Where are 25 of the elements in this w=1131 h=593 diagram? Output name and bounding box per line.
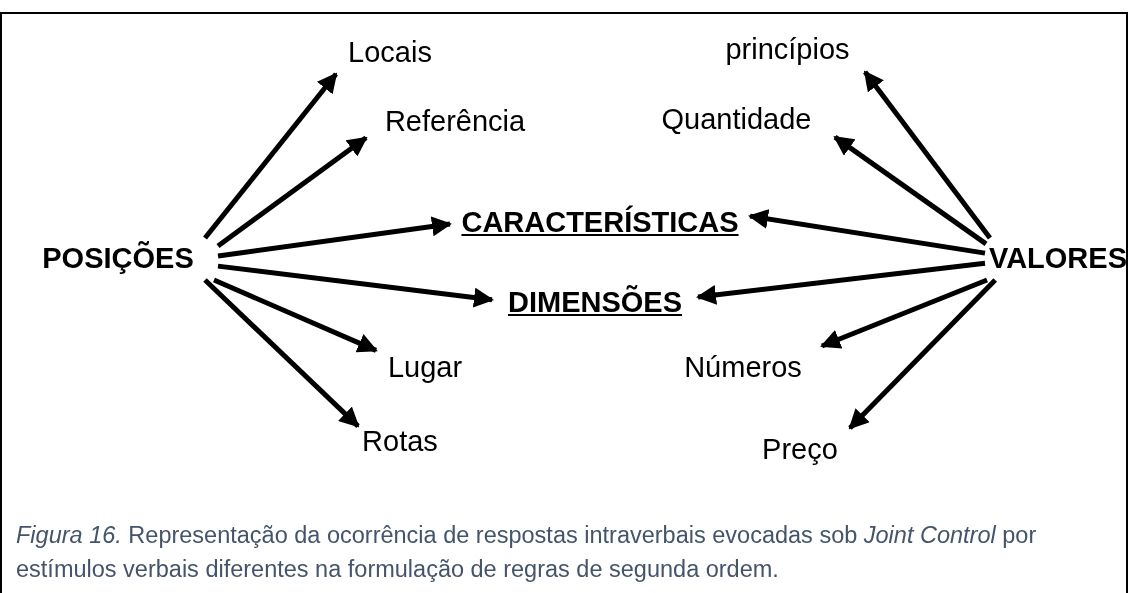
node-label: Quantidade [661,102,812,138]
node-label: VALORES [988,241,1127,277]
node-label: Números [684,350,802,386]
node-label: DIMENSÕES [508,284,682,321]
node-label: Rotas [362,424,438,460]
node-label: Referência [384,104,526,140]
arrow [203,278,360,428]
arrow [213,277,378,353]
arrow [848,278,997,430]
node-label: CARACTERÍSTICAS [461,204,739,241]
node-label: Preço [762,432,838,468]
arrow [748,209,986,256]
arrow [203,72,338,240]
arrow [216,135,368,248]
node-label: Lugar [387,350,463,386]
arrow [863,70,992,240]
arrow [833,135,988,246]
arrow [217,216,452,259]
arrow [820,277,988,349]
node-label: POSIÇÕES [42,240,194,277]
arrow [217,263,494,308]
arrow [696,260,986,305]
node-label: Locais [348,35,432,71]
figure-caption: Figura 16. Representação da ocorrência de respostas intraverbais evocadas sob Joint Control por estímulos verbais diferentes na formulação de regras de segunda ordem. [16,521,1038,584]
node-label: princípios [725,32,850,68]
